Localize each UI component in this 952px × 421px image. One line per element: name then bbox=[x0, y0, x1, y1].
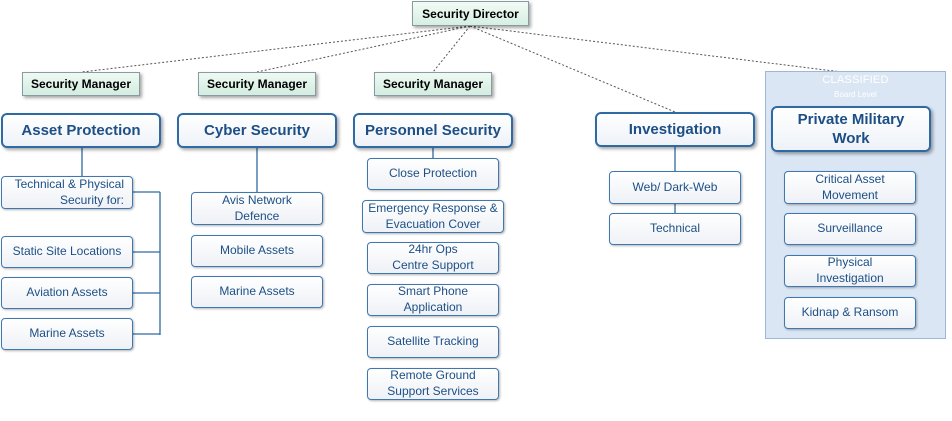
classified-title: CLASSIFIED bbox=[822, 74, 889, 86]
personnel-item-smart-phone: Smart Phone Application bbox=[367, 284, 499, 316]
security-manager-asset-box: Security Manager bbox=[22, 72, 140, 96]
personnel-item-ops-centre: 24hr Ops Centre Support bbox=[367, 242, 499, 274]
personnel-item-close-protection: Close Protection bbox=[367, 158, 499, 190]
investigation-item-web-dark-web: Web/ Dark-Web bbox=[609, 171, 741, 204]
cyber-item-network-defence: Avis Network Defence bbox=[191, 192, 323, 225]
security-director-box: Security Director bbox=[412, 1, 529, 26]
personnel-item-satellite-tracking: Satellite Tracking bbox=[367, 326, 499, 358]
asset-item-static-sites: Static Site Locations bbox=[1, 236, 133, 268]
investigation-item-technical: Technical bbox=[609, 213, 741, 245]
cyber-item-marine-assets: Marine Assets bbox=[191, 276, 323, 308]
dept-cyber-security: Cyber Security bbox=[177, 113, 337, 148]
dept-investigation: Investigation bbox=[595, 112, 755, 147]
personnel-item-emergency-response: Emergency Response & Evacuation Cover bbox=[362, 200, 504, 233]
dept-asset-protection: Asset Protection bbox=[1, 113, 161, 148]
military-item-surveillance: Surveillance bbox=[784, 213, 916, 245]
military-item-critical-asset: Critical Asset Movement bbox=[784, 171, 916, 204]
asset-item-technical-physical: Technical & Physical Security for: bbox=[1, 176, 133, 209]
military-item-kidnap-ransom: Kidnap & Ransom bbox=[784, 297, 916, 329]
military-item-physical-investigation: Physical Investigation bbox=[784, 255, 916, 287]
security-manager-cyber-box: Security Manager bbox=[198, 72, 316, 96]
dept-private-military-work: Private Military Work bbox=[771, 106, 931, 152]
dept-personnel-security: Personnel Security bbox=[353, 113, 513, 148]
cyber-item-mobile-assets: Mobile Assets bbox=[191, 235, 323, 267]
asset-item-aviation: Aviation Assets bbox=[1, 277, 133, 309]
classified-subtitle: Board Level bbox=[834, 90, 877, 99]
asset-item-marine: Marine Assets bbox=[1, 318, 133, 350]
personnel-item-remote-ground: Remote Ground Support Services bbox=[367, 368, 499, 400]
security-manager-personnel-box: Security Manager bbox=[374, 72, 492, 96]
